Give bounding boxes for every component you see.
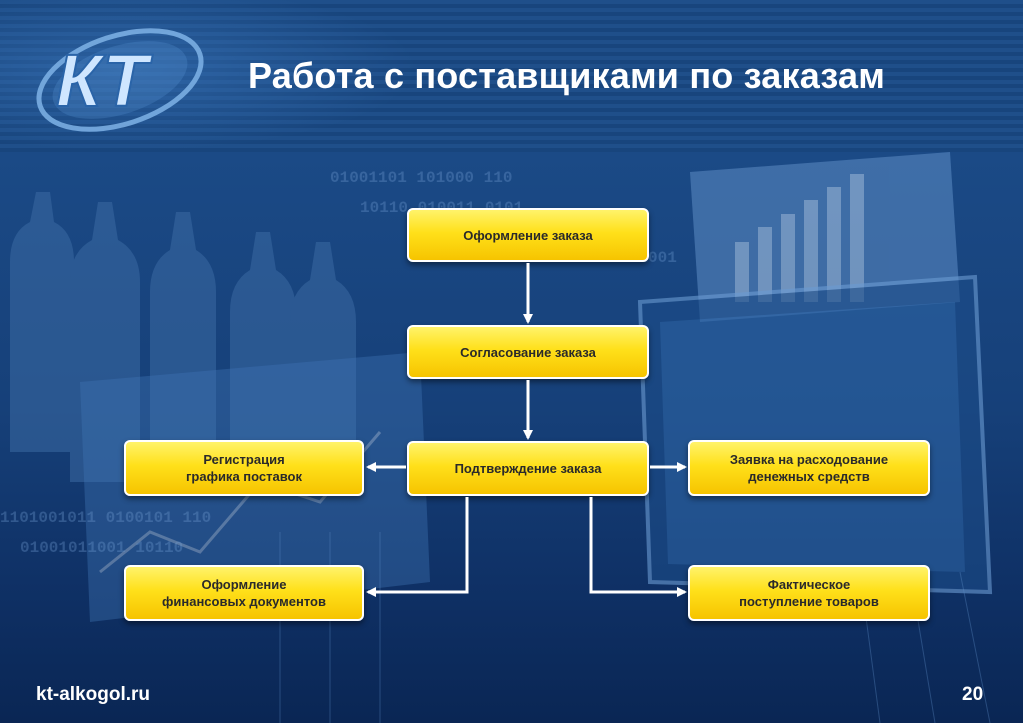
svg-text:01001011001 10110: 01001011001 10110 [20,539,183,557]
box-order-creation: Оформление заказа [407,208,649,262]
box-financial-docs-label: Оформление финансовых документов [162,577,326,609]
box-order-confirmation: Подтверждение заказа [407,441,649,496]
box-goods-receipt: Фактическое поступление товаров [688,565,930,621]
header-bar: КТ Работа с поставщиками по заказам [0,0,1023,152]
box-financial-docs: Оформление финансовых документов [124,565,364,621]
box-order-confirmation-label: Подтверждение заказа [454,461,602,476]
box-order-creation-label: Оформление заказа [463,227,593,243]
kt-logo: КТ [36,28,204,132]
box-goods-receipt-label: Фактическое поступление товаров [739,577,879,609]
box-order-approval: Согласование заказа [407,325,649,379]
page-number: 20 [962,684,984,705]
box-payment-request: Заявка на расходование денежных средств [688,440,930,496]
svg-text:01001101 101000 110: 01001101 101000 110 [330,169,512,187]
footer-url[interactable]: kt-alkogol.ru [36,684,151,705]
page-title: Работа с поставщиками по заказам [248,55,886,96]
box-delivery-schedule: Регистрация графика поставок [124,440,364,496]
box-payment-request-label: Заявка на расходование денежных средств [729,452,889,484]
logo-text: КТ [56,39,153,122]
box-delivery-schedule-label: Регистрация графика поставок [185,452,303,484]
svg-text:1101001011 0100101 110: 1101001011 0100101 110 [0,509,211,527]
box-order-approval-label: Согласование заказа [460,344,596,360]
